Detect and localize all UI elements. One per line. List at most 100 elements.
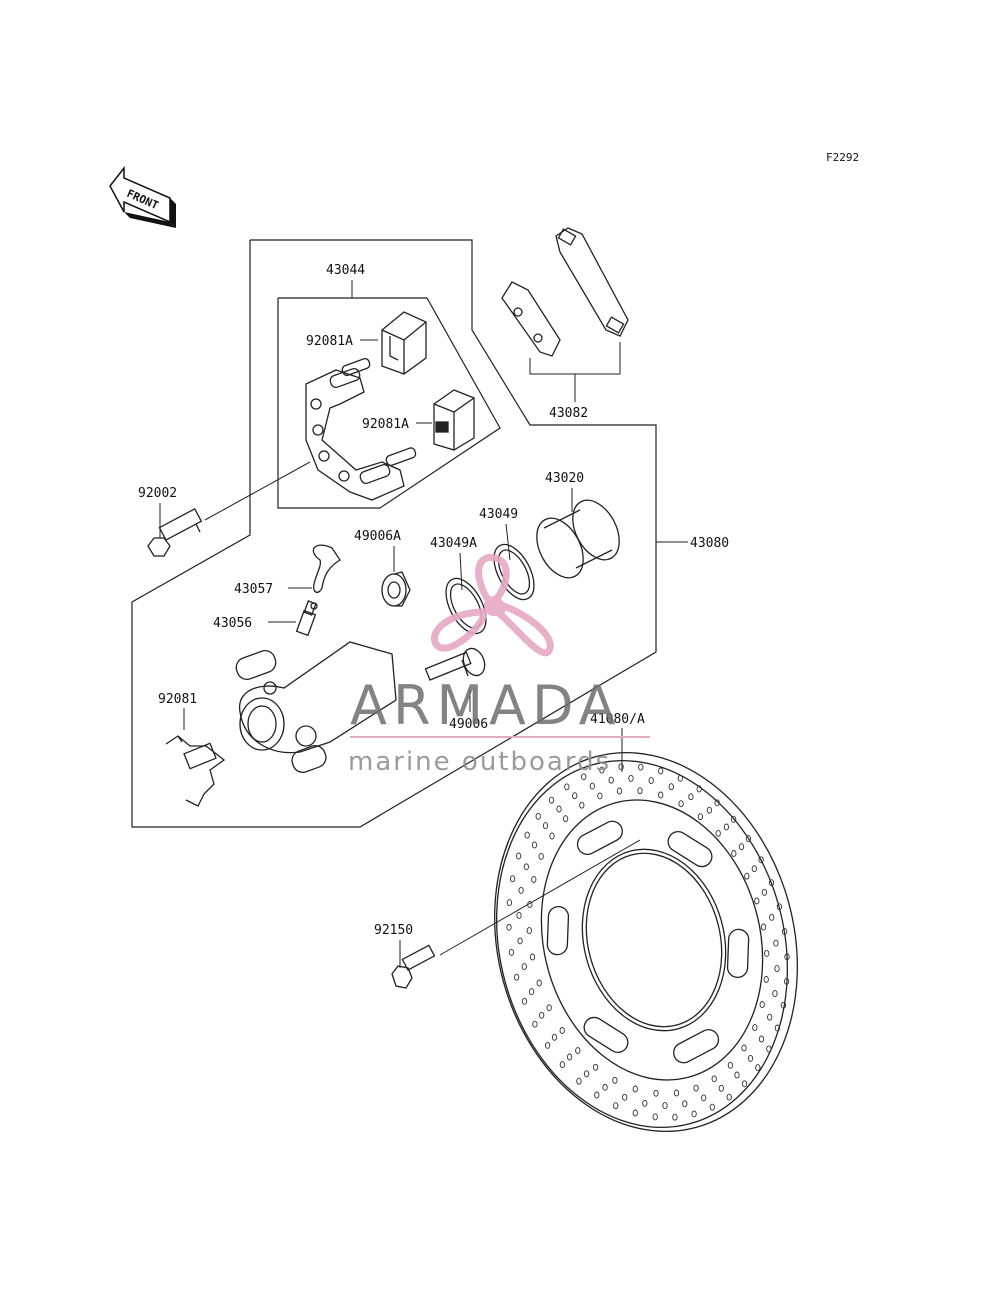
part-label-43082: 43082 (549, 406, 588, 421)
pad-spring-92081 (165, 735, 226, 807)
disc-hole (741, 1044, 747, 1052)
disc-hole (697, 813, 704, 821)
disc-hole (516, 911, 522, 919)
disc-hole (613, 1102, 619, 1110)
disc-hole (538, 852, 544, 860)
disc-hole (513, 973, 520, 981)
pad-spring-92081A-top (381, 311, 427, 375)
disc-hole (693, 1084, 699, 1092)
disc-hole (536, 979, 542, 987)
disc-hole (652, 1113, 658, 1121)
disc-hole (727, 1061, 734, 1069)
disc-hole (546, 1004, 552, 1012)
disc-hole (673, 1089, 680, 1097)
disc-hole (763, 976, 769, 983)
disc-hole (731, 850, 737, 857)
disc-hole (706, 806, 713, 814)
disc-hole (548, 796, 555, 804)
disc-hole (738, 843, 745, 851)
disc-hole (723, 823, 730, 831)
part-label-43056: 43056 (213, 616, 252, 631)
disc-hole (760, 923, 767, 931)
disc-hole (579, 801, 585, 809)
disc-hole (544, 1041, 551, 1049)
part-label-92081: 92081 (158, 692, 197, 707)
disc-hole (696, 785, 702, 793)
disc-hole (745, 835, 752, 843)
part-label-92081A-bottom: 92081A (362, 417, 409, 432)
disc-hole (632, 1109, 638, 1117)
disc-hole (521, 963, 527, 971)
disc-hole (709, 1103, 715, 1111)
disc-hole (637, 787, 643, 795)
disc-hole (515, 852, 522, 860)
disc-slot (576, 820, 623, 855)
disc-hole (576, 1077, 582, 1085)
part-label-43049: 43049 (479, 507, 518, 522)
disc-hole (592, 1063, 599, 1071)
disc-hole (531, 876, 537, 883)
disc-hole (688, 793, 694, 801)
disc-slot (667, 830, 713, 868)
disc-hole (761, 888, 768, 896)
armada-watermark-logo: ARMADA marine outboards (348, 554, 650, 777)
bracket-frame-43044 (277, 297, 501, 509)
disc-hole (726, 1093, 732, 1101)
part-label-43057: 43057 (234, 582, 273, 597)
part-label-43080: 43080 (690, 536, 729, 551)
disc-hole (781, 928, 788, 936)
disc-hole (523, 863, 529, 871)
pin-49006 (424, 647, 486, 681)
brake-disc-41080A (494, 751, 798, 1133)
disc-hole (506, 899, 513, 907)
disc-hole (524, 831, 530, 839)
disc-hole (768, 879, 775, 887)
part-label-41080A: 41080/A (590, 712, 645, 727)
disc-hole (773, 939, 779, 947)
disc-hole (542, 822, 549, 830)
part-label-92081A-top: 92081A (306, 334, 353, 349)
disc-hole (506, 923, 512, 931)
disc-hole (682, 1100, 688, 1108)
disc-hole (551, 1033, 558, 1041)
figure-code: F2292 (826, 151, 859, 164)
disc-hole (612, 1076, 618, 1084)
disc-hole (608, 776, 614, 784)
disc-hole (766, 1045, 772, 1053)
disc-hole (572, 792, 578, 800)
bolt-92150 (391, 944, 436, 989)
disc-hole (658, 791, 664, 799)
disc-hole (535, 812, 541, 820)
disc-hole (774, 965, 780, 973)
disc-hole (715, 829, 721, 837)
disc-hole (772, 990, 778, 998)
pad-spring-92081A-bottom (433, 389, 475, 451)
disc-hole (556, 805, 562, 813)
disc-hole (769, 913, 775, 921)
disc-hole (764, 949, 770, 957)
disc-hole (755, 1064, 761, 1072)
disc-hole (539, 1011, 545, 1019)
disc-hole (714, 799, 720, 807)
part-label-49006: 49006 (449, 717, 488, 732)
propeller-icon (431, 554, 554, 657)
assembly-frame-43080 (131, 239, 657, 828)
disc-hole (602, 1083, 608, 1091)
part-label-92150: 92150 (374, 923, 413, 938)
part-label-43044: 43044 (326, 263, 365, 278)
dust-seal-43049 (493, 543, 535, 601)
disc-hole (747, 1054, 754, 1062)
disc-hole (564, 783, 570, 791)
boot-49006A (381, 571, 411, 607)
disc-hole (599, 766, 605, 774)
disc-hole (509, 875, 516, 883)
disc-hole (528, 988, 535, 996)
disc-hole (583, 1070, 590, 1078)
disc-hole (632, 1085, 638, 1093)
disc-hole (594, 1091, 600, 1099)
disc-hole (701, 1094, 707, 1102)
disc-hole (642, 1099, 648, 1107)
part-label-43049A: 43049A (430, 536, 477, 551)
